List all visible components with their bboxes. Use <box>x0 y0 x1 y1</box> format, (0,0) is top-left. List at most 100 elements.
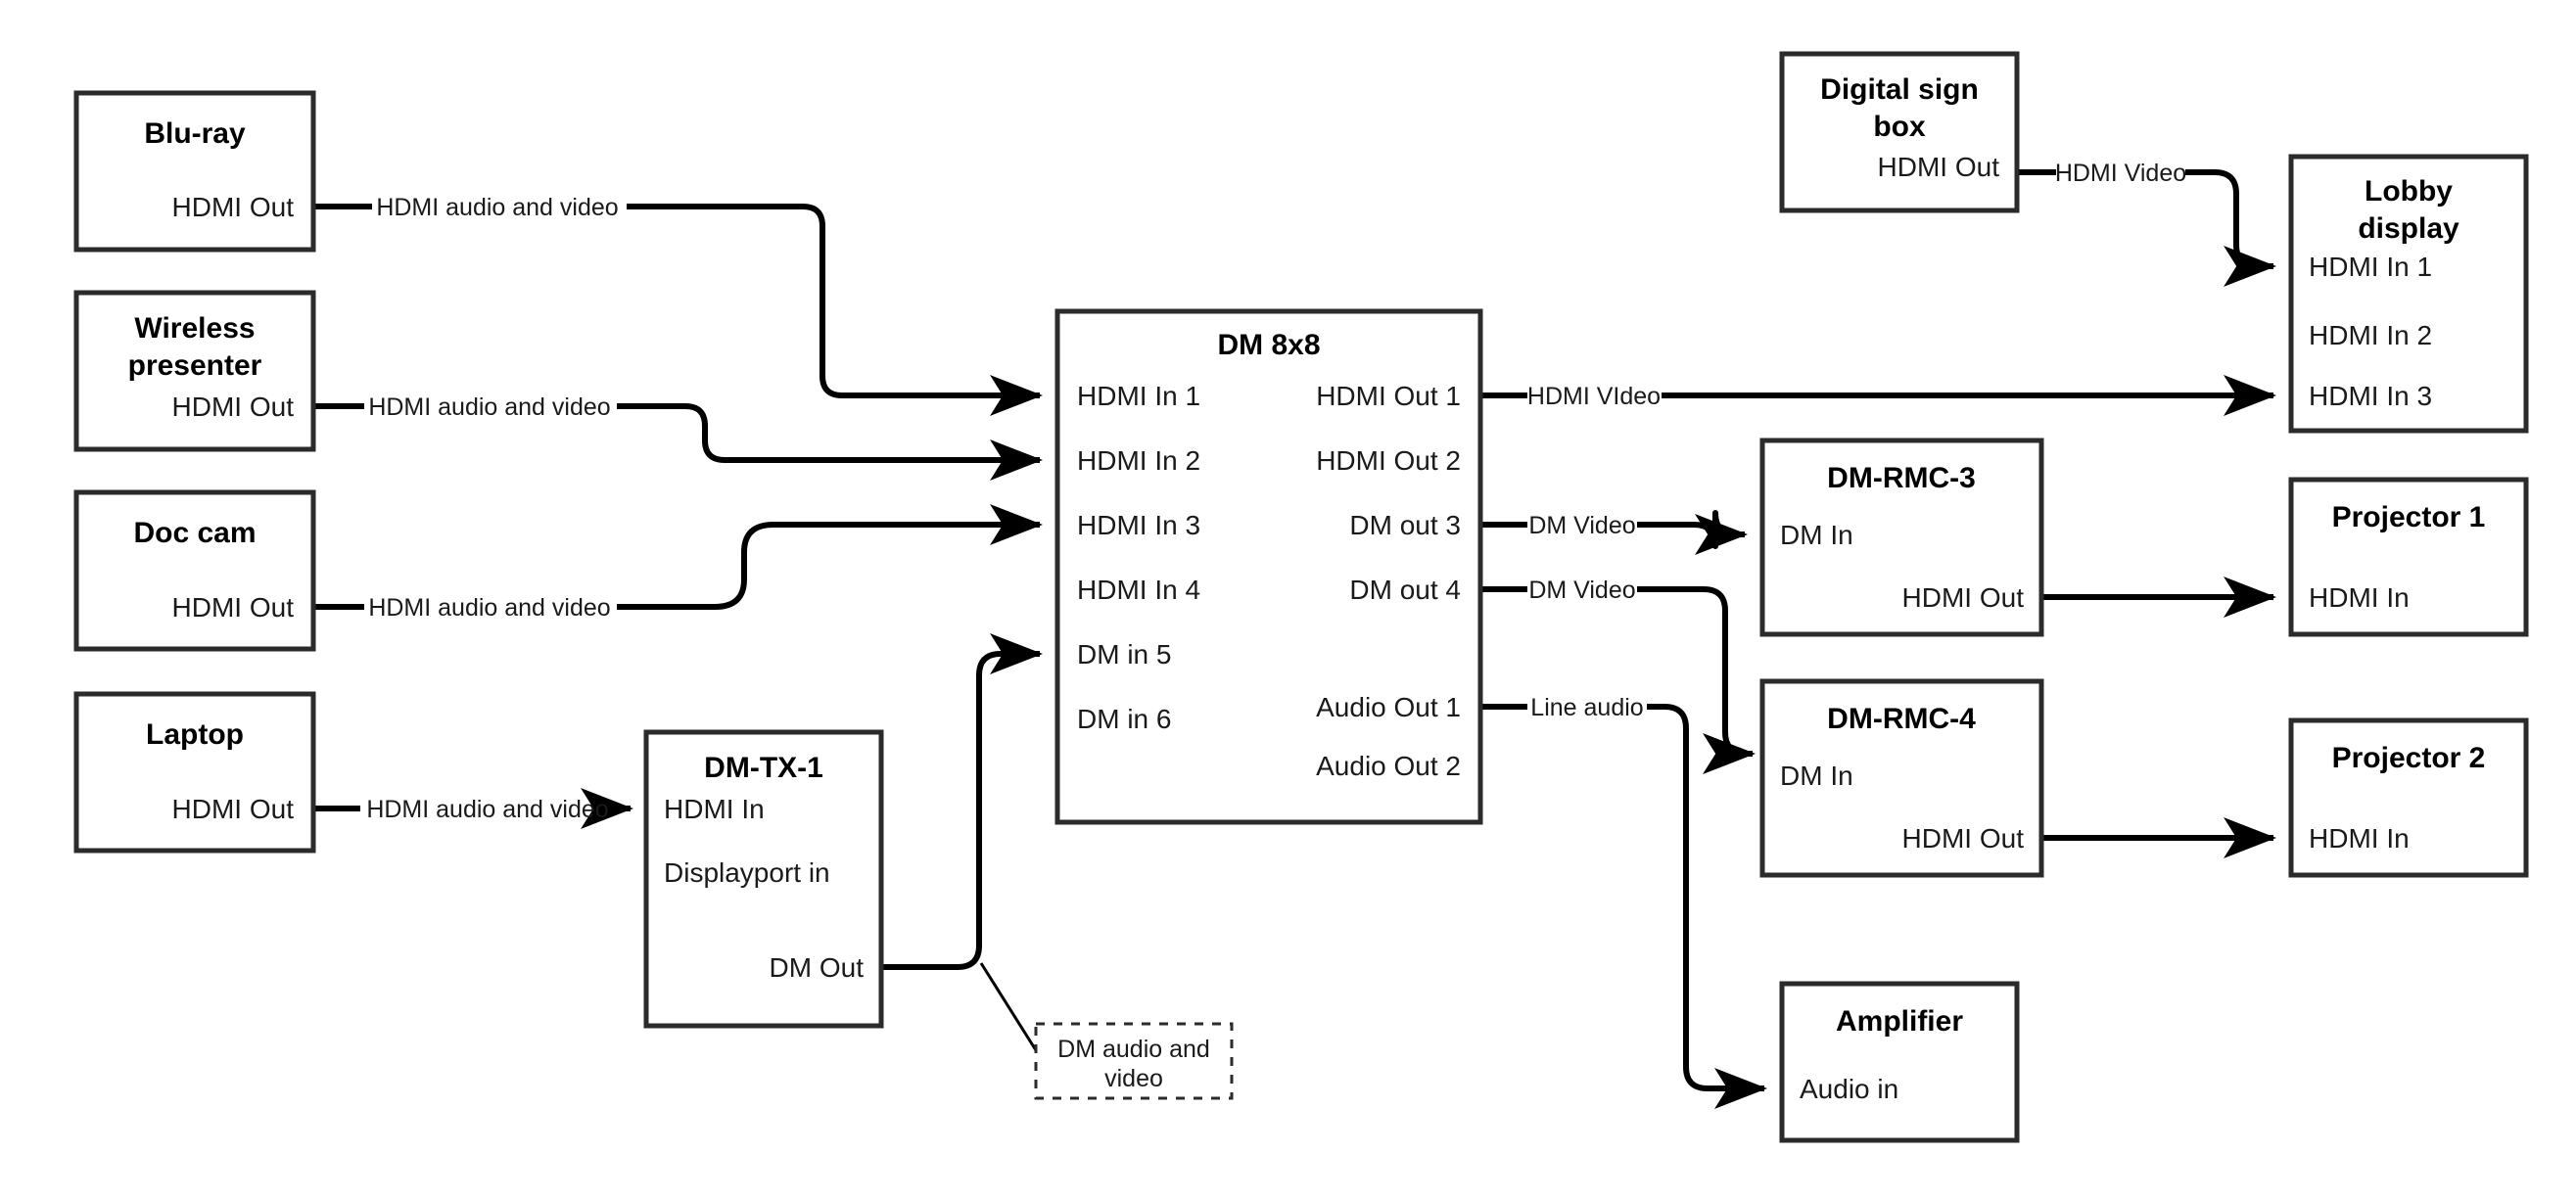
edge-dmtx1-to-dm8x8 <box>881 633 1043 1051</box>
edge-wireless-to-dm8x8: HDMI audio and video <box>313 393 1043 481</box>
node-box[interactable] <box>73 290 316 452</box>
port-audio-in[interactable]: Audio in <box>1800 1074 1898 1104</box>
node-title-line2: display <box>2358 212 2459 245</box>
port-hdmi-in[interactable]: HDMI In <box>2309 582 2410 613</box>
node-title: Projector 1 <box>2332 501 2486 533</box>
port-hdmi-out[interactable]: HDMI Out <box>172 592 295 623</box>
port-hdmi-out-1[interactable]: HDMI Out 1 <box>1316 381 1461 411</box>
port-hdmi-in-3[interactable]: HDMI In 3 <box>2309 381 2432 411</box>
edge-path <box>2185 169 2276 287</box>
node-doc-cam[interactable]: Doc cam HDMI Out <box>73 489 316 652</box>
node-digital-sign-box[interactable]: Digital sign box HDMI Out <box>1779 51 2020 213</box>
edge-dm8x8-to-rmc3: DM Video <box>1480 510 1748 555</box>
node-title: Doc cam <box>133 517 256 549</box>
node-title-line1: Digital sign <box>1820 73 1979 106</box>
port-hdmi-in[interactable]: HDMI In <box>2309 823 2410 854</box>
port-hdmi-in-1[interactable]: HDMI In 1 <box>2309 252 2432 282</box>
node-amplifier[interactable]: Amplifier Audio in <box>1779 981 2020 1143</box>
node-dm-rmc-4[interactable]: DM-RMC-4 DM In HDMI Out <box>1759 678 2044 878</box>
node-box[interactable] <box>2288 154 2529 434</box>
port-hdmi-in-2[interactable]: HDMI In 2 <box>2309 320 2432 350</box>
node-title: Projector 2 <box>2332 742 2486 774</box>
node-box[interactable] <box>643 729 884 1029</box>
port-audio-out-1[interactable]: Audio Out 1 <box>1316 692 1461 722</box>
edge-path <box>617 504 1043 610</box>
edge-dm8x8-to-rmc4: DM Video <box>1480 577 1756 774</box>
port-hdmi-out[interactable]: HDMI Out <box>172 192 295 222</box>
edge-label: HDMI Video <box>2055 160 2186 187</box>
note-box <box>1034 1022 1234 1100</box>
edge-label: HDMI audio and video <box>366 796 608 823</box>
port-displayport-in[interactable]: Displayport in <box>664 857 830 888</box>
edge-label: DM Video <box>1528 577 1635 604</box>
node-laptop[interactable]: Laptop HDMI Out <box>73 691 316 854</box>
node-title: DM 8x8 <box>1217 329 1320 361</box>
edge-digitalsign-to-lobby: HDMI Video <box>2017 160 2276 287</box>
edge-bluray-to-dm8x8: HDMI audio and video <box>313 194 1043 416</box>
edge-label: Line audio <box>1530 694 1643 721</box>
node-box[interactable] <box>1054 308 1483 825</box>
port-hdmi-in-1[interactable]: HDMI In 1 <box>1077 381 1200 411</box>
node-title-line2: presenter <box>128 349 262 382</box>
port-hdmi-out[interactable]: HDMI Out <box>172 794 295 824</box>
edge-path <box>881 633 1043 970</box>
node-title: DM-RMC-3 <box>1827 462 1976 494</box>
edge-path <box>1637 510 1748 555</box>
edge-path <box>617 403 1043 481</box>
edge-label: HDMI audio and video <box>376 194 618 221</box>
node-dm-tx-1[interactable]: DM-TX-1 HDMI In Displayport in DM Out <box>643 729 884 1029</box>
node-title: DM-RMC-4 <box>1827 703 1976 735</box>
node-box[interactable] <box>73 489 316 652</box>
node-lobby-display[interactable]: Lobby display HDMI In 1 HDMI In 2 HDMI I… <box>2288 154 2529 434</box>
port-hdmi-in[interactable]: HDMI In <box>664 794 765 824</box>
node-box[interactable] <box>1759 678 2044 878</box>
edge-dm8x8-to-lobby-hdmi3: HDMI VIdeo <box>1480 375 2276 416</box>
node-box[interactable] <box>1779 51 2020 213</box>
port-hdmi-in-3[interactable]: HDMI In 3 <box>1077 510 1200 540</box>
port-dm-out-3[interactable]: DM out 3 <box>1349 510 1461 540</box>
node-box[interactable] <box>73 90 316 253</box>
node-bluray[interactable]: Blu-ray HDMI Out <box>73 90 316 253</box>
node-title-line2: box <box>1873 111 1926 143</box>
edge-dm8x8-to-amplifier: Line audio <box>1480 694 1767 1109</box>
edge-label: HDMI audio and video <box>368 393 610 421</box>
node-box[interactable] <box>1759 438 2044 637</box>
node-box[interactable] <box>1779 981 2020 1143</box>
node-title-line1: Lobby <box>2365 175 2453 208</box>
port-audio-out-2[interactable]: Audio Out 2 <box>1316 751 1461 781</box>
node-title: Blu-ray <box>144 117 246 150</box>
port-hdmi-out[interactable]: HDMI Out <box>1902 582 2025 613</box>
node-wireless-presenter[interactable]: Wireless presenter HDMI Out <box>73 290 316 452</box>
port-dm-in-6[interactable]: DM in 6 <box>1077 704 1171 734</box>
port-hdmi-out[interactable]: HDMI Out <box>1902 823 2025 854</box>
edge-doccam-to-dm8x8: HDMI audio and video <box>313 504 1043 622</box>
port-dm-in[interactable]: DM In <box>1780 520 1853 550</box>
node-box[interactable] <box>2288 717 2529 878</box>
note-text-line1: DM audio and <box>1057 1036 1210 1063</box>
edge-path <box>1637 586 1756 774</box>
node-box[interactable] <box>73 691 316 854</box>
port-dm-in-5[interactable]: DM in 5 <box>1077 639 1171 670</box>
edge-label: HDMI VIdeo <box>1527 383 1661 410</box>
port-dm-out[interactable]: DM Out <box>770 952 865 983</box>
node-box[interactable] <box>2288 477 2529 637</box>
port-dm-out-4[interactable]: DM out 4 <box>1349 575 1461 605</box>
node-dm-rmc-3[interactable]: DM-RMC-3 DM In HDMI Out <box>1759 438 2044 637</box>
edge-path <box>627 204 1043 416</box>
node-projector-2[interactable]: Projector 2 HDMI In <box>2288 717 2529 878</box>
port-hdmi-out[interactable]: HDMI Out <box>172 392 295 422</box>
node-title: Laptop <box>146 718 244 751</box>
edge-label: DM Video <box>1528 512 1635 539</box>
port-hdmi-in-2[interactable]: HDMI In 2 <box>1077 445 1200 476</box>
edge-label: HDMI audio and video <box>368 594 610 622</box>
note-text-line2: video <box>1104 1065 1163 1092</box>
port-dm-in[interactable]: DM In <box>1780 761 1853 791</box>
port-hdmi-in-4[interactable]: HDMI In 4 <box>1077 575 1200 605</box>
edge-path <box>1647 704 1767 1109</box>
node-projector-1[interactable]: Projector 1 HDMI In <box>2288 477 2529 637</box>
port-hdmi-out-2[interactable]: HDMI Out 2 <box>1316 445 1461 476</box>
port-hdmi-out[interactable]: HDMI Out <box>1878 152 2000 182</box>
node-dm-8x8[interactable]: DM 8x8 HDMI In 1 HDMI In 2 HDMI In 3 HDM… <box>1054 308 1483 825</box>
